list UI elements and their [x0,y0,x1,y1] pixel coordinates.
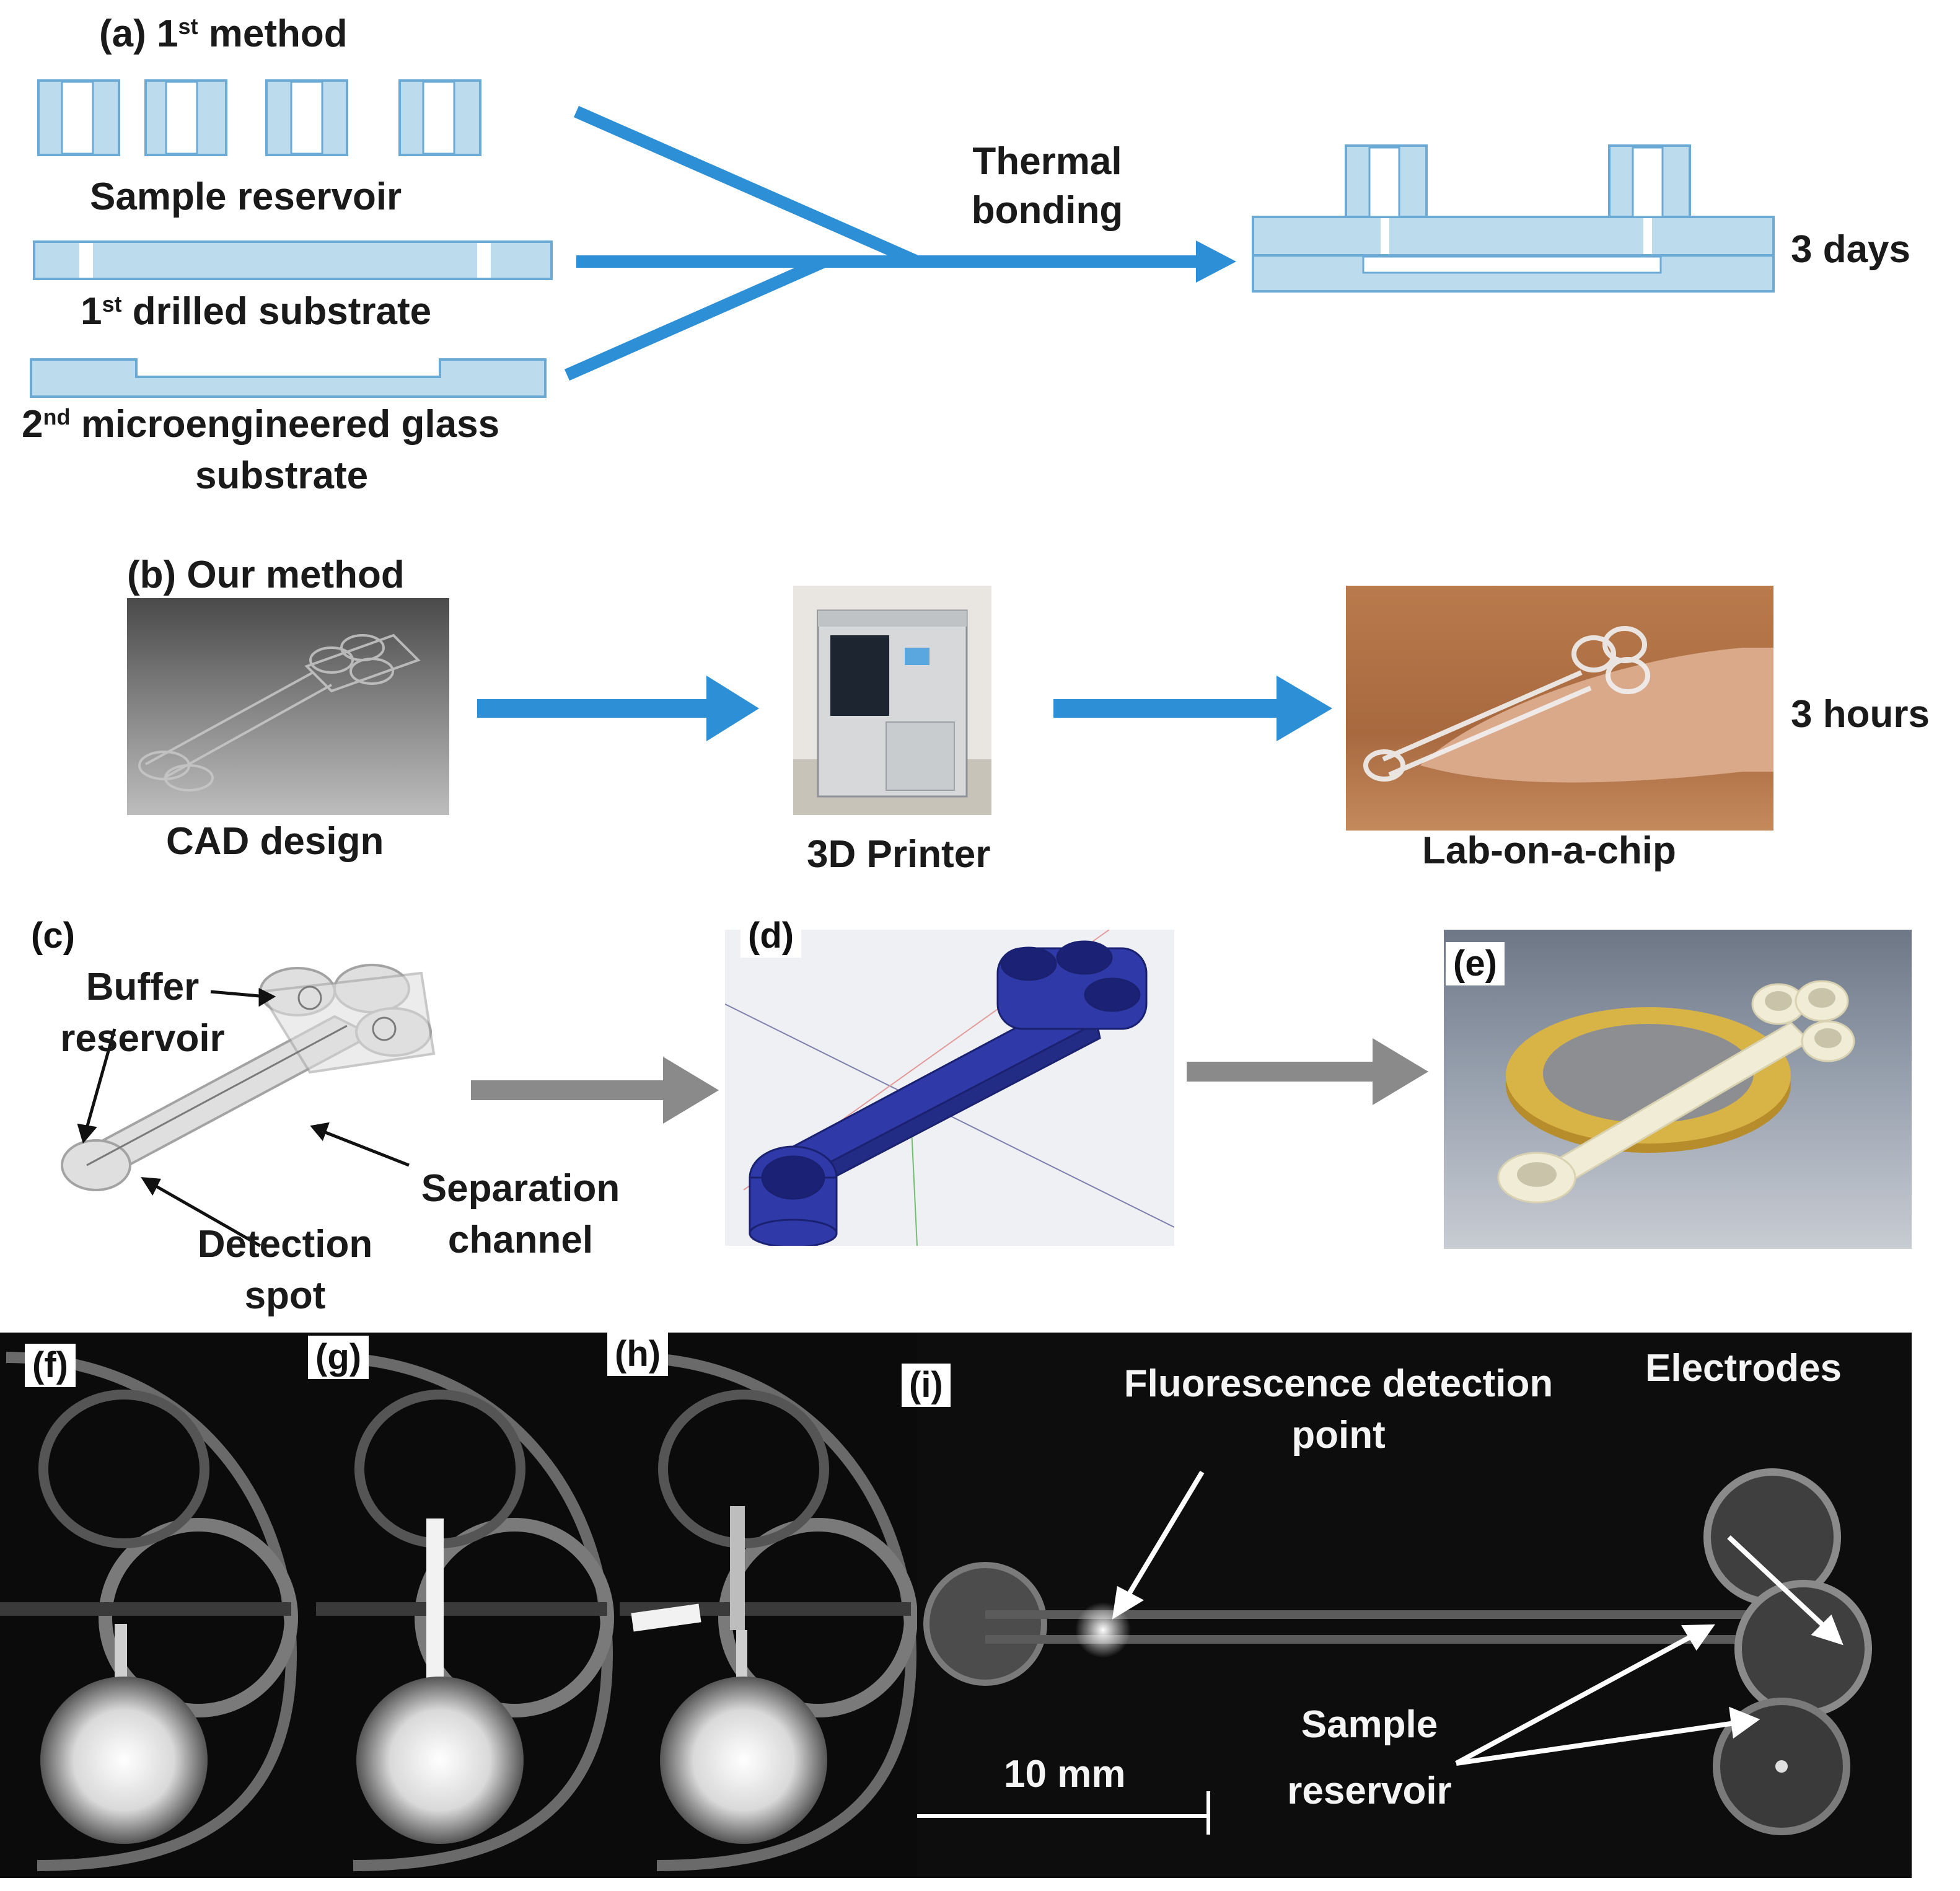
panel-c-annotation-arrows [77,987,410,1248]
duration-3-days: 3 days [1791,228,1911,271]
panel-d-cad-render [725,930,1174,1246]
converging-arrows [564,105,1199,381]
electrodes-label: Electrodes [1645,1347,1842,1390]
fluorescence-detection-label: Fluorescence detection point [1123,1362,1553,1457]
duration-3-hours: 3 hours [1791,693,1930,736]
scale-bar-label: 10 mm [1004,1753,1126,1796]
panel-g-tag: (g) [308,1336,369,1379]
lab-on-a-chip-label: Lab-on-a-chip [1422,829,1676,872]
panel-f-image [0,1352,298,1871]
sample-reservoir-blocks [37,79,481,156]
sample-reservoir-label: Sample reservoir [90,175,402,218]
panel-e-tag: (e) [1446,942,1505,985]
panel-e-coin-photo [1444,930,1912,1249]
panel-i-tag: (i) [902,1364,951,1407]
panel-a-schematic [30,79,1775,398]
arrow-d-to-e [1187,1038,1428,1105]
arrow-c-to-d [471,1057,719,1124]
cad-design-label: CAD design [166,820,384,863]
arrow-cad-to-printer [477,676,759,741]
panel-g-image [316,1352,614,1871]
panel-f-tag: (f) [25,1344,76,1387]
fluorescence-strip [0,1333,1912,1878]
panel-d-tag: (d) [740,914,802,958]
panel-a-title: (a) 1st method [99,12,348,55]
3d-printer-label: 3D Printer [807,833,991,876]
cad-chip-model [749,940,1148,1246]
glass-substrate-label-line2: substrate [195,454,369,497]
arrow-printer-to-chip [1053,676,1332,741]
panel-b-title: (b) Our method [127,553,405,596]
panel-c-tag: (c) [31,915,75,956]
panel-c-chip-sketch [61,964,436,1191]
panel-i-image [917,1333,1912,1878]
glass-substrate-label-line1: 2nd microengineered glass [22,403,500,446]
separation-channel-label: Separation channel [421,1167,620,1262]
sample-reservoir-i-label: Sample reservoir [1287,1703,1452,1813]
buffer-reservoir-label: Buffer reservoir [60,966,225,1060]
glass-substrate [30,358,547,398]
panel-h-tag: (h) [607,1333,669,1376]
thermal-bonding-label: Thermal bonding [971,140,1123,232]
drilled-substrate [33,240,553,280]
lab-on-a-chip-photo [1346,586,1773,831]
thermal-arrow-head [1196,240,1236,283]
drilled-substrate-label: 1st drilled substrate [81,290,432,333]
cad-design-image [127,598,449,815]
panel-i-arrows [1112,1470,1844,1766]
detection-spot-label: Detection spot [197,1223,373,1318]
3d-printer-image [793,586,991,815]
panel-h-image [620,1352,918,1871]
